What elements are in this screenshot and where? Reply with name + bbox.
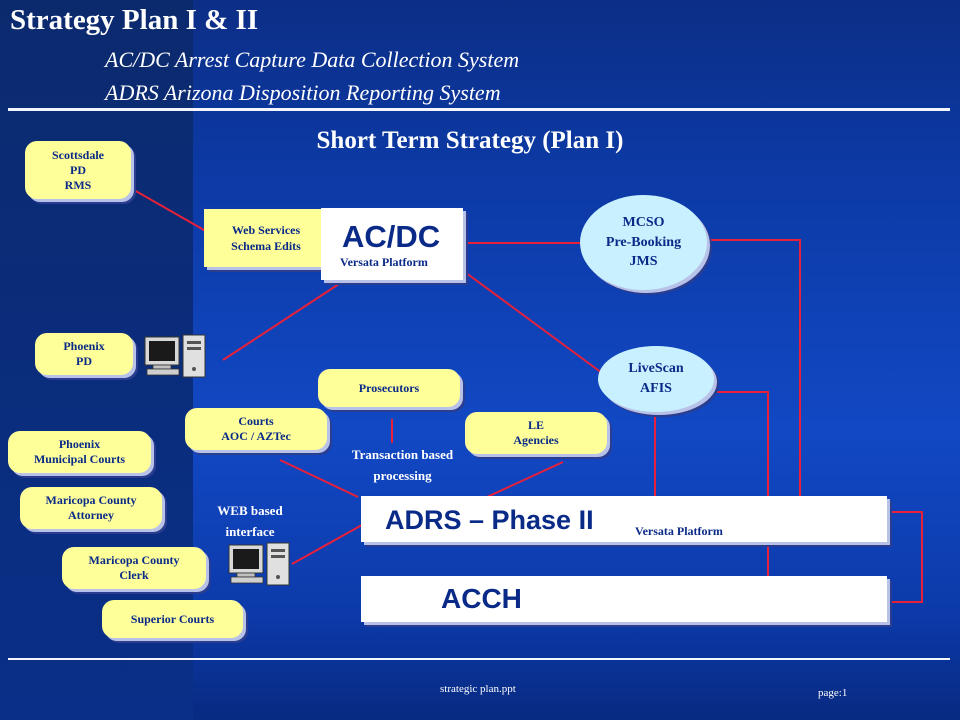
web-note-line-1: WEB based bbox=[217, 503, 283, 518]
scottsdale-line-2: PD bbox=[70, 162, 86, 177]
node-mcso-prebooking[interactable]: MCSO Pre-Booking JMS bbox=[580, 195, 707, 290]
scottsdale-line-3: RMS bbox=[64, 177, 92, 192]
transaction-line-1: Transaction based bbox=[351, 447, 454, 462]
transaction-line-2: processing bbox=[373, 467, 432, 483]
node-superior-courts[interactable]: Superior Courts bbox=[102, 600, 243, 638]
node-maricopa-county-attorney[interactable]: Maricopa County Attorney bbox=[20, 487, 162, 529]
node-adrs-phase-ii[interactable] bbox=[361, 496, 887, 542]
slide-title: Strategy Plan I & II bbox=[10, 4, 259, 36]
le-line-2: Agencies bbox=[513, 433, 559, 447]
municipal-line-1: Phoenix bbox=[58, 437, 101, 451]
municipal-line-2: Municipal Courts bbox=[33, 452, 125, 466]
prosecutors-label: Prosecutors bbox=[358, 380, 420, 395]
computer-icon bbox=[144, 334, 206, 378]
node-phoenix-municipal-courts[interactable]: Phoenix Municipal Courts bbox=[8, 431, 151, 473]
node-acdc[interactable] bbox=[321, 208, 463, 280]
clerk-line-2: Clerk bbox=[119, 568, 149, 582]
section-title: Short Term Strategy (Plan I) bbox=[316, 127, 624, 154]
le-line-1: LE bbox=[527, 418, 544, 432]
header-divider bbox=[8, 108, 950, 111]
adrs-title: ADRS – Phase II bbox=[385, 505, 594, 535]
link-livescan-acch bbox=[708, 391, 769, 594]
link-mcso-adrs bbox=[700, 239, 801, 512]
mcso-line-2: Pre-Booking bbox=[605, 234, 682, 250]
node-prosecutors[interactable]: Prosecutors bbox=[318, 369, 460, 407]
superior-courts-label: Superior Courts bbox=[130, 611, 215, 626]
mcso-line-3: JMS bbox=[629, 254, 658, 270]
livescan-line-1: LiveScan bbox=[628, 361, 684, 377]
node-acch[interactable] bbox=[361, 576, 887, 622]
phoenix-pd-line-2: PD bbox=[76, 354, 92, 368]
subtitle-adrs: ADRS Arizona Disposition Reporting Syste… bbox=[105, 80, 501, 105]
link-courts-adrs bbox=[279, 459, 359, 498]
mcso-line-1: MCSO bbox=[622, 215, 665, 231]
subtitle-acdc: AC/DC Arrest Capture Data Collection Sys… bbox=[105, 47, 520, 72]
livescan-line-2: AFIS bbox=[640, 381, 672, 396]
web-note-line-2: interface bbox=[225, 523, 275, 539]
acdc-platform: Versata Platform bbox=[340, 255, 428, 269]
note-transaction-processing: Transaction based processing bbox=[330, 445, 475, 487]
footer-filename: strategic plan.ppt bbox=[440, 683, 516, 695]
footer-divider bbox=[8, 658, 950, 660]
footer-page-number: page:1 bbox=[818, 687, 848, 699]
node-web-services[interactable]: Web Services Schema Edits bbox=[204, 209, 328, 267]
acdc-title: AC/DC bbox=[342, 219, 441, 254]
link-adrs-acch-right bbox=[876, 511, 923, 603]
web-services-line-1: Web Services bbox=[231, 222, 301, 237]
node-maricopa-county-clerk[interactable]: Maricopa County Clerk bbox=[62, 547, 206, 589]
acch-title: ACCH bbox=[441, 583, 522, 614]
node-phoenix-pd[interactable]: Phoenix PD bbox=[35, 333, 133, 375]
courts-line-2: AOC / AZTec bbox=[221, 429, 291, 443]
phoenix-pd-line-1: Phoenix bbox=[63, 339, 105, 353]
node-livescan-afis[interactable]: LiveScan AFIS bbox=[598, 346, 714, 412]
clerk-line-1: Maricopa County bbox=[88, 553, 180, 567]
scottsdale-line-1: Scottsdale bbox=[52, 147, 104, 162]
link-acdc-livescan bbox=[457, 266, 603, 374]
link-acdc-phoenixpd bbox=[222, 279, 346, 361]
courts-line-1: Courts bbox=[238, 414, 274, 428]
attorney-line-2: Attorney bbox=[68, 508, 114, 522]
attorney-line-1: Maricopa County bbox=[45, 493, 137, 507]
node-scottsdale-pd-rms[interactable]: Scottsdale PD RMS bbox=[25, 141, 131, 199]
adrs-platform: Versata Platform bbox=[635, 524, 723, 538]
node-courts-aoc-aztec[interactable]: Courts AOC / AZTec bbox=[185, 408, 327, 450]
computer-icon-web bbox=[228, 542, 290, 586]
node-le-agencies[interactable]: LE Agencies bbox=[465, 412, 607, 454]
note-web-interface: WEB based interface bbox=[196, 501, 304, 543]
web-services-line-2: Schema Edits bbox=[231, 239, 301, 253]
